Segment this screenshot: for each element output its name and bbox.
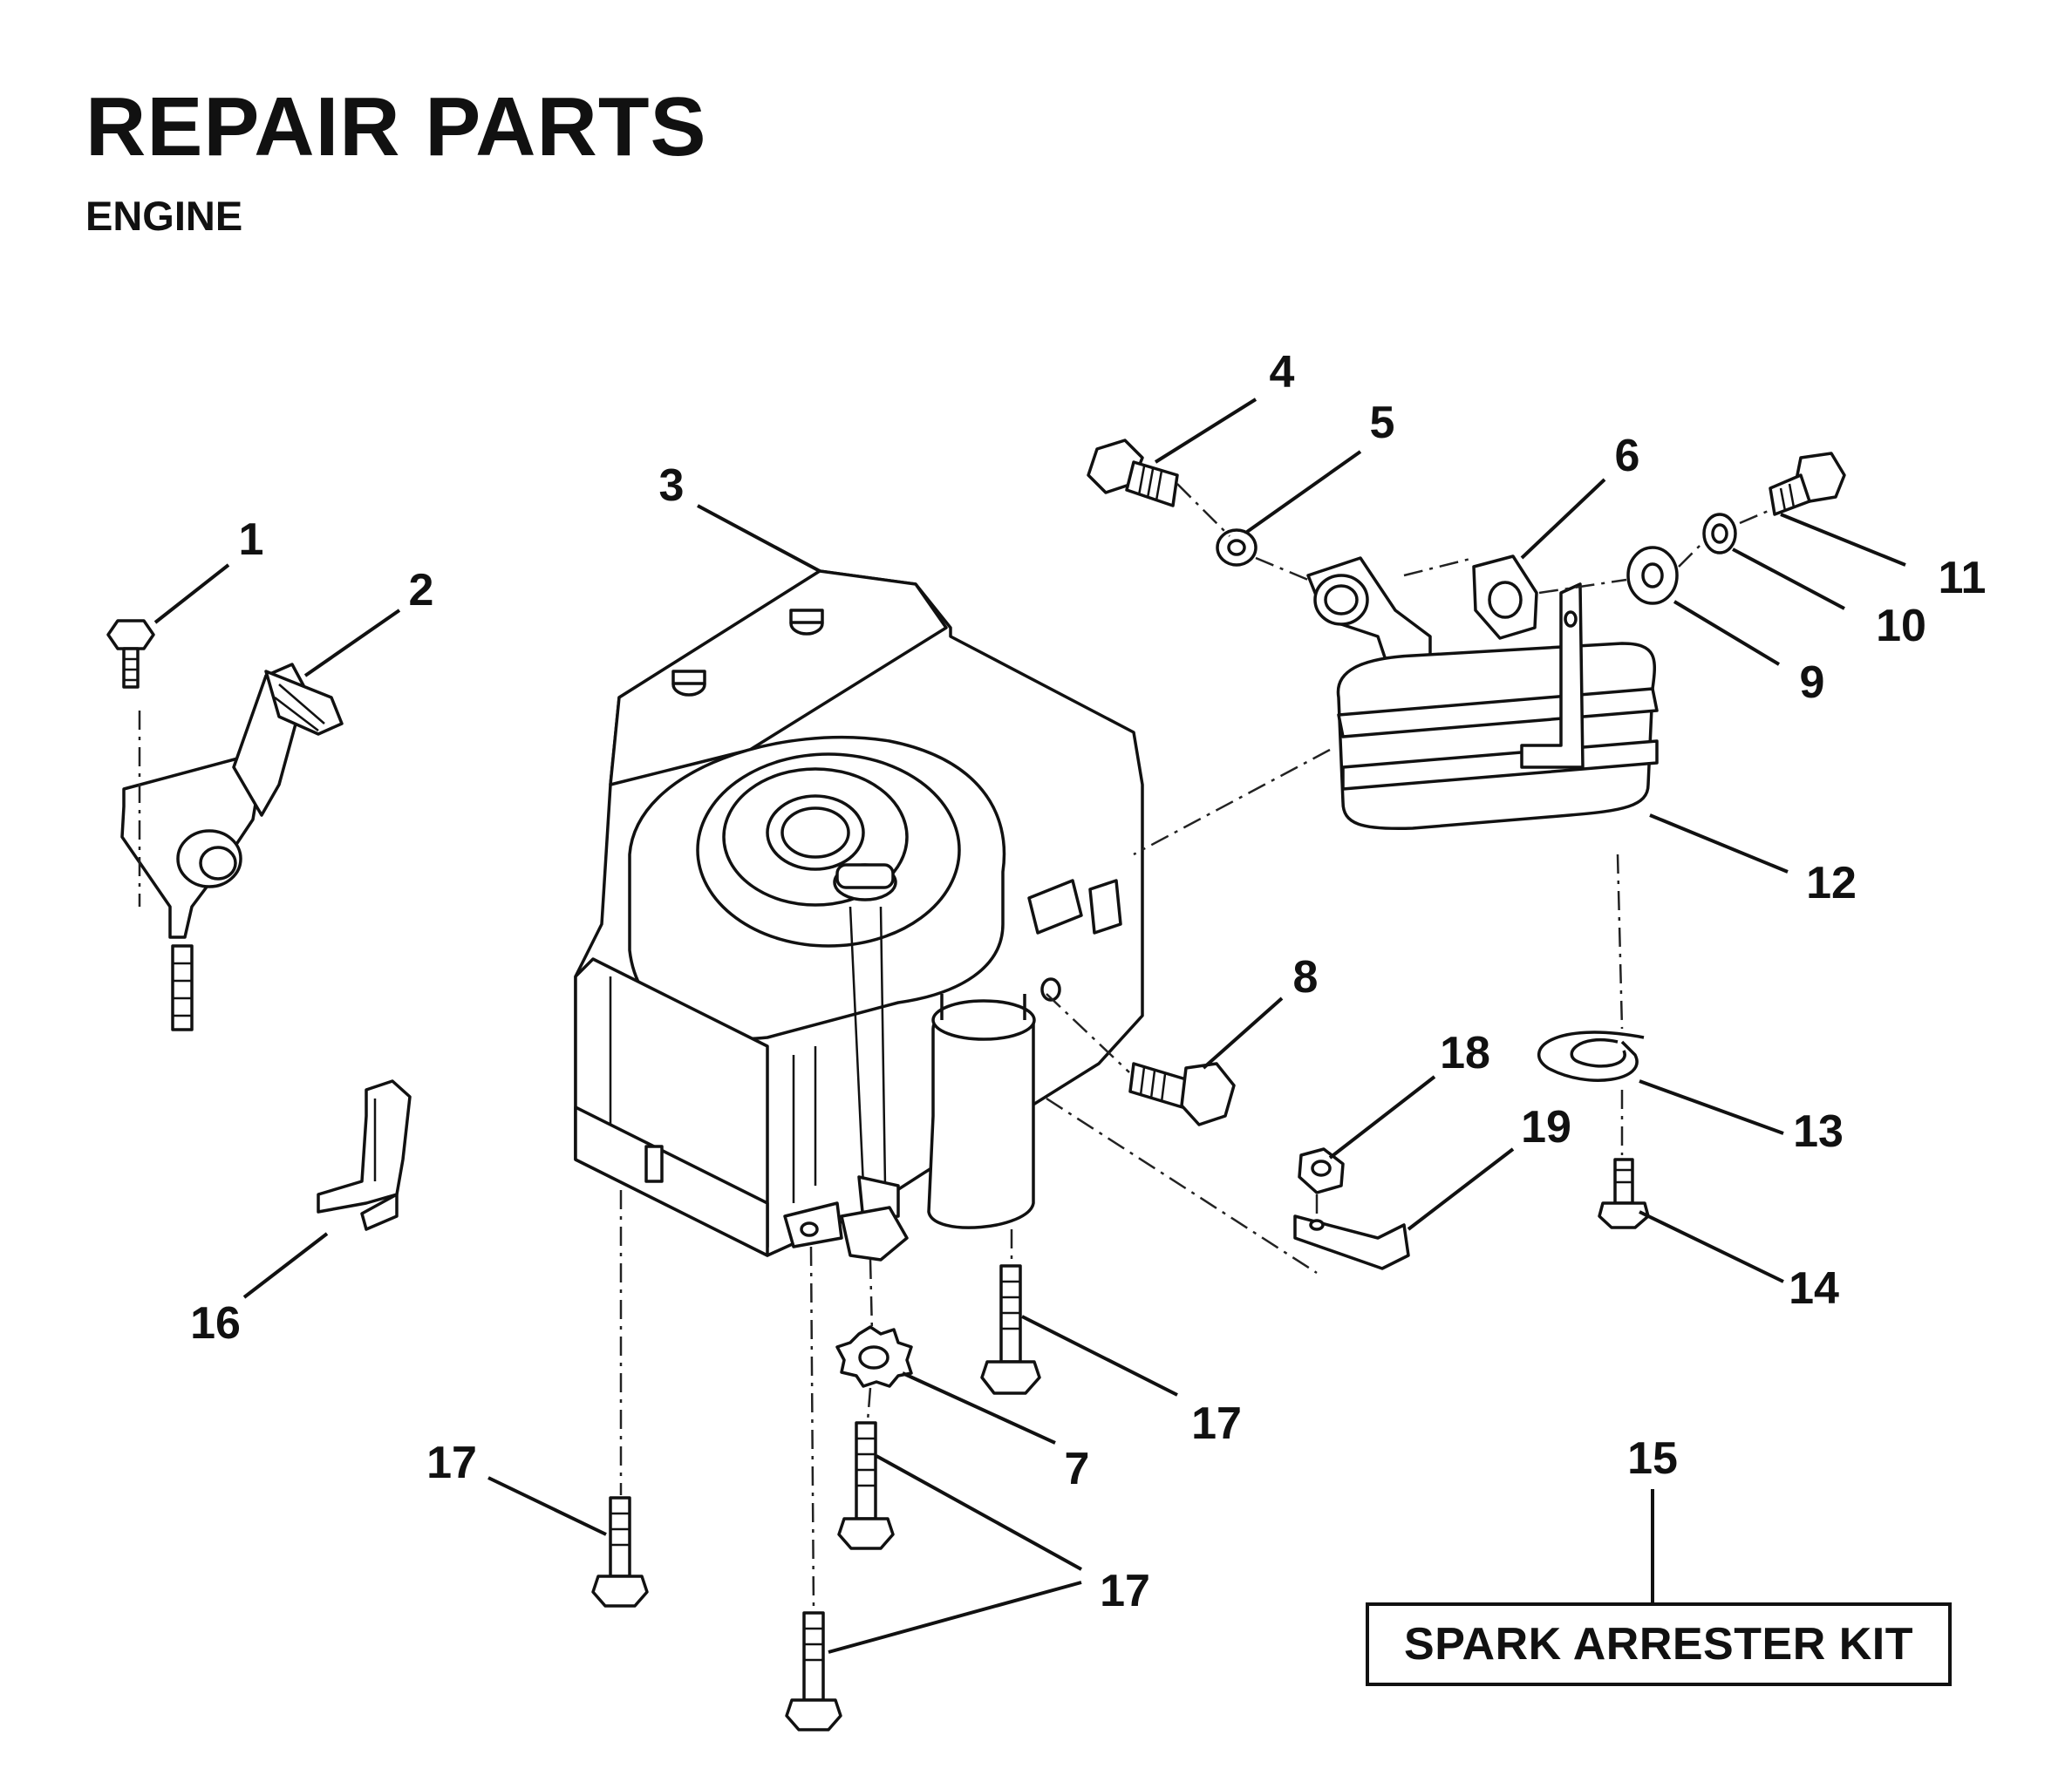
part-19-clip: [1293, 1214, 1410, 1270]
part-14-screw: [1598, 1158, 1650, 1229]
callout-12: 12: [1806, 858, 1857, 908]
callout-1: 1: [239, 514, 264, 565]
callout-16: 16: [190, 1298, 241, 1349]
part-4-bolt: [1087, 439, 1179, 507]
part-8-bolt: [1128, 1062, 1236, 1126]
callout-7: 7: [1065, 1444, 1090, 1494]
callout-11: 11: [1939, 553, 1987, 603]
part-9-washer: [1626, 546, 1679, 605]
callout-10: 10: [1876, 601, 1926, 651]
callout-5: 5: [1370, 398, 1395, 448]
callout-3: 3: [659, 460, 685, 511]
section-subtitle: ENGINE: [85, 193, 243, 239]
callout-4: 4: [1270, 347, 1295, 398]
part-1-bolt: [106, 619, 155, 689]
part-13-spark-arrester-screen: [1537, 1031, 1645, 1082]
callout-17-left: 17: [426, 1438, 477, 1488]
part-17-bolt-left: [591, 1496, 649, 1608]
callout-17-right: 17: [1191, 1398, 1242, 1449]
callout-18: 18: [1440, 1028, 1490, 1078]
callout-19: 19: [1521, 1102, 1571, 1153]
spark-arrester-kit-box: SPARK ARRESTER KIT: [1366, 1602, 1952, 1686]
part-12-muffler: [1306, 556, 1659, 831]
page-title: REPAIR PARTS: [85, 80, 707, 173]
callout-17-bottom: 17: [1100, 1566, 1150, 1616]
part-6-gasket: [1472, 554, 1538, 640]
part-5-washer: [1216, 528, 1258, 567]
part-7-star-washer: [835, 1325, 913, 1388]
callout-14: 14: [1789, 1263, 1839, 1314]
part-11-bolt: [1769, 452, 1846, 516]
callout-8: 8: [1293, 952, 1319, 1003]
callout-6: 6: [1615, 431, 1640, 481]
part-2-control-bracket: [120, 663, 344, 1031]
part-17-bolt-right: [980, 1264, 1041, 1395]
callout-13: 13: [1793, 1106, 1844, 1157]
part-17-bolt-bottom: [785, 1611, 842, 1731]
callout-15: 15: [1627, 1433, 1678, 1484]
part-16-bracket-clip: [317, 1079, 412, 1231]
callout-2: 2: [409, 565, 434, 616]
part-17-bolt-middle: [837, 1421, 895, 1550]
spark-arrester-kit-label: SPARK ARRESTER KIT: [1404, 1619, 1913, 1670]
part-18-nut: [1298, 1147, 1345, 1194]
part-10-lock-washer: [1702, 513, 1737, 554]
callout-9: 9: [1800, 657, 1825, 708]
part-3-engine: [574, 569, 1144, 1262]
